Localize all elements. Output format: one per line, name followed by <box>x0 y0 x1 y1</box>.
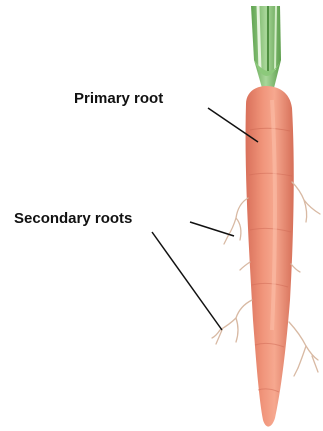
secondary-roots-label: Secondary roots <box>14 210 132 227</box>
primary-root-shape <box>246 86 294 427</box>
carrot-stem <box>251 6 281 88</box>
secondary-roots-pointer-lower <box>152 232 222 330</box>
secondary-roots-pointer-upper <box>190 222 234 236</box>
primary-root-label: Primary root <box>74 90 163 107</box>
